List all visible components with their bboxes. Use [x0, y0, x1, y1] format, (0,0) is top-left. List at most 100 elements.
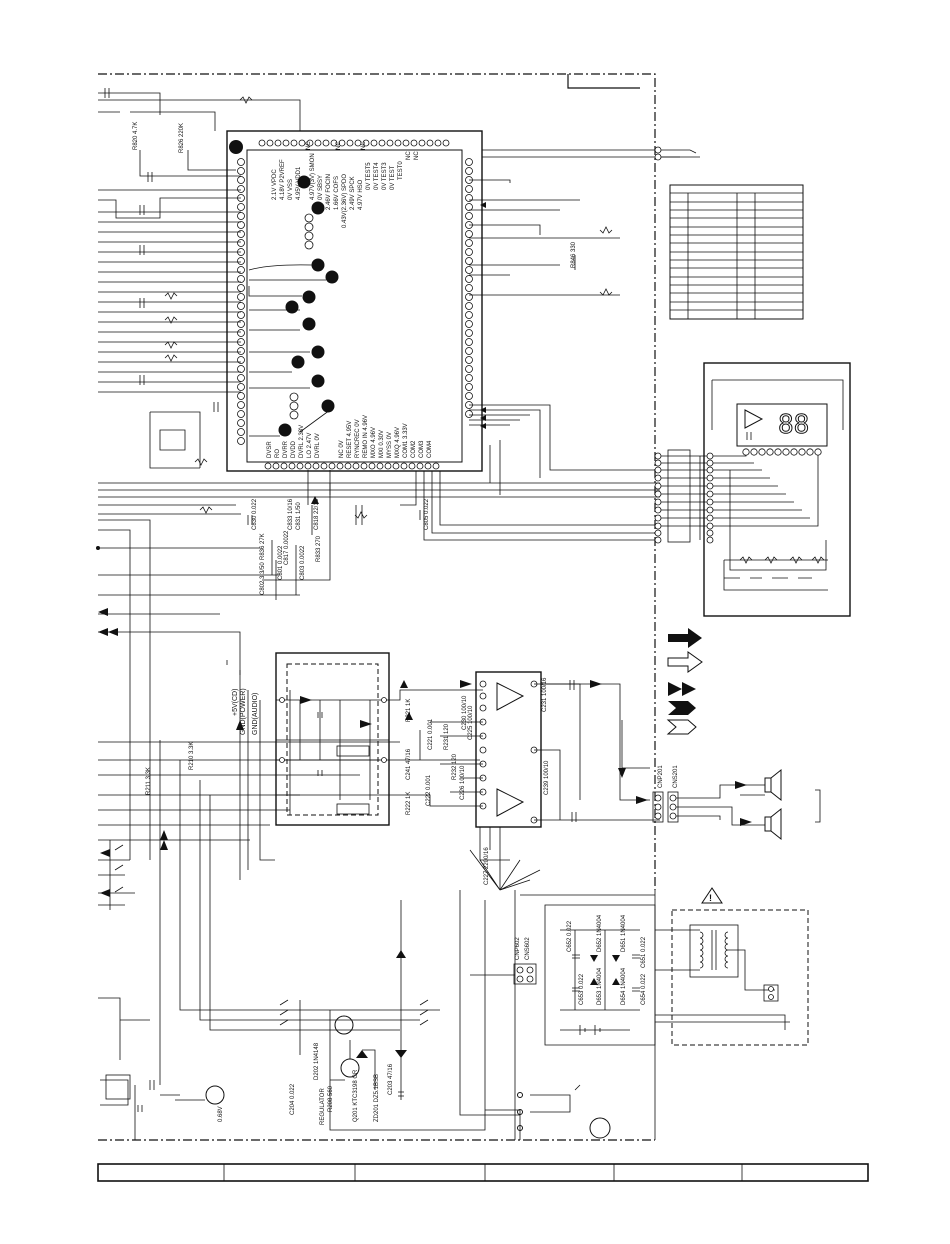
svg-text:C831 1/50: C831 1/50	[296, 502, 302, 530]
ic-left-pins	[237, 158, 245, 445]
svg-text:C230 100/10: C230 100/10	[462, 695, 468, 730]
ic-nc-label: NC	[306, 141, 312, 150]
svg-text:D202 1N4148: D202 1N4148	[314, 1042, 320, 1080]
svg-text:C830 0.022: C830 0.022	[252, 498, 258, 530]
svg-text:C225 100/10: C225 100/10	[468, 705, 474, 740]
svg-text:LO 2.47V: LO 2.47V	[307, 433, 313, 458]
svg-text:RYNCREC 0V: RYNCREC 0V	[355, 419, 361, 458]
ic-right-wiring	[400, 149, 680, 541]
ic-label: 0.43V(2.36V) SPDO	[342, 174, 348, 228]
svg-text:MXO 4.96V: MXO 4.96V	[371, 427, 377, 458]
svg-text:MYSS 0V: MYSS 0V	[387, 432, 393, 458]
power-supply-section: CNP602 CNS602	[513, 890, 656, 1140]
svg-text:R221 1K: R221 1K	[406, 699, 412, 722]
ic-label: 2.49V SPCK	[350, 176, 356, 210]
svg-text:C801 0.0022: C801 0.0022	[278, 545, 284, 580]
speakers	[764, 768, 821, 841]
svg-text:C239 100/10: C239 100/10	[544, 760, 550, 795]
svg-text:C652 0.022: C652 0.022	[567, 920, 573, 952]
ic-bottom-pins	[264, 462, 440, 470]
footer-table	[97, 1163, 869, 1182]
svg-text:C654 0.022: C654 0.022	[641, 973, 647, 1005]
svg-text:C817 0.0022: C817 0.0022	[284, 530, 290, 565]
svg-text:DVRL 2.38V: DVRL 2.38V	[299, 425, 305, 458]
regulator-section	[100, 740, 611, 1140]
svg-text:!: !	[709, 893, 712, 903]
top-right-connector	[654, 146, 700, 161]
sub-signal-arrow-icon	[667, 651, 703, 673]
signal-legend	[666, 628, 703, 735]
svg-text:COM3: COM3	[419, 440, 425, 458]
ic-right-pins	[465, 158, 473, 418]
main-ic	[226, 130, 483, 472]
svg-text:COM2: COM2	[411, 440, 417, 458]
svg-text:GND(POWER): GND(POWER)	[240, 688, 247, 735]
svg-text:ZD201 DZ5.1BSB: ZD201 DZ5.1BSB	[374, 1074, 380, 1122]
svg-text:MXQ 4.96V: MXQ 4.96V	[395, 427, 401, 458]
reference-table	[669, 184, 804, 320]
svg-text:COM1 3.33V: COM1 3.33V	[403, 423, 409, 458]
board-boundary	[98, 73, 656, 1141]
power-rail-labels: +5V(CD) GND(POWER) GND(AUDIO)	[226, 660, 275, 880]
main-signal-arrow-icon	[668, 628, 702, 648]
ic-label: 4.97V(3V) SMON	[310, 153, 316, 200]
svg-text:C653 0.022: C653 0.022	[579, 973, 585, 1005]
ic-label: 0V TEST3	[382, 162, 388, 190]
amp-labels: R221 1K C221 0.001 C241 47/16 R222 1K C2…	[406, 677, 550, 885]
svg-text:C833 10/16: C833 10/16	[288, 498, 294, 530]
ic-label: 0V VSS	[288, 179, 294, 200]
svg-text:D654 1N4004: D654 1N4004	[621, 967, 627, 1005]
r846-label: R846 330	[571, 241, 577, 268]
svg-text:DVSR: DVSR	[267, 441, 273, 458]
svg-text:C204 0.022: C204 0.022	[290, 1083, 296, 1115]
svg-text:COM4: COM4	[427, 440, 433, 458]
mid-component-labels: R836 27K C830 0.022 C833 10/16 C817 0.00…	[247, 470, 430, 600]
ic-label: 0V TEST	[390, 165, 396, 190]
svg-text:C222 0.001: C222 0.001	[426, 774, 432, 806]
ic-label: 4.95V VDD1	[296, 166, 302, 200]
svg-text:CNS201: CNS201	[673, 765, 679, 788]
ic-label: 4.18V P2VREF	[280, 159, 286, 200]
r820-label: R820 4.7K	[133, 122, 139, 150]
svg-text:Q201 KTC3198 GR: Q201 KTC3198 GR	[353, 1069, 359, 1122]
svg-text:C227 2200/16: C227 2200/16	[484, 847, 490, 885]
svg-text:R836 27K: R836 27K	[260, 533, 266, 560]
svg-text:CNP602: CNP602	[515, 937, 521, 960]
ic-top-pins	[258, 139, 450, 147]
ic-nc-label: NC	[361, 141, 367, 150]
r826-label: R826 220K	[179, 123, 185, 153]
svg-text:D651 1N4004: D651 1N4004	[621, 914, 627, 952]
ic-label: 2.1V VPDC	[272, 169, 278, 200]
svg-text:MXI 0.30V: MXI 0.30V	[379, 430, 385, 458]
svg-text:R208 560: R208 560	[328, 1085, 334, 1112]
double-arrow-icon	[668, 682, 682, 696]
regulator-labels: R211 3.3K R210 3.3K D202 1N4148 R208 560…	[146, 742, 394, 1125]
ic-internal-pads	[248, 175, 339, 437]
svg-text:DVDD: DVDD	[291, 440, 297, 458]
ic-label: 4.97V HSO	[358, 179, 364, 210]
svg-text:C803 0.0022: C803 0.0022	[300, 545, 306, 580]
svg-text:R210 3.3K: R210 3.3K	[189, 742, 195, 770]
svg-text:+5V(CD): +5V(CD)	[232, 689, 239, 716]
ic-label: 0V TEST5	[366, 162, 372, 190]
chevron-outline-arrow-icon	[666, 719, 697, 735]
svg-text:R833 270: R833 270	[316, 535, 322, 562]
svg-text:REMO IN 4.96V: REMO IN 4.96V	[363, 415, 369, 458]
svg-text:C651 0.022: C651 0.022	[641, 936, 647, 968]
svg-text:REGULATOR: REGULATOR	[320, 1088, 326, 1125]
svg-text:R222 1K: R222 1K	[406, 792, 412, 815]
svg-text:C802 3.3/50: C802 3.3/50	[260, 562, 266, 595]
ic-nc-label: NC	[406, 151, 412, 160]
warning-icon	[701, 887, 723, 904]
svg-text:RESET 4.95V: RESET 4.95V	[347, 421, 353, 458]
ic-label: 0V SBSY	[318, 175, 324, 200]
left-bus-wiring	[98, 92, 660, 1060]
svg-text:RO: RO	[275, 449, 281, 458]
ic-label: 1.66V COFS	[334, 176, 340, 210]
left-components	[96, 88, 253, 636]
amp-wiring	[389, 680, 660, 890]
display-wiring	[660, 449, 828, 591]
svg-text:0.68V: 0.68V	[218, 1106, 224, 1122]
ic-bottom-labels: DVSR RO DVRR DVDD DVRL 2.38V LO 2.47V DV…	[267, 415, 433, 458]
